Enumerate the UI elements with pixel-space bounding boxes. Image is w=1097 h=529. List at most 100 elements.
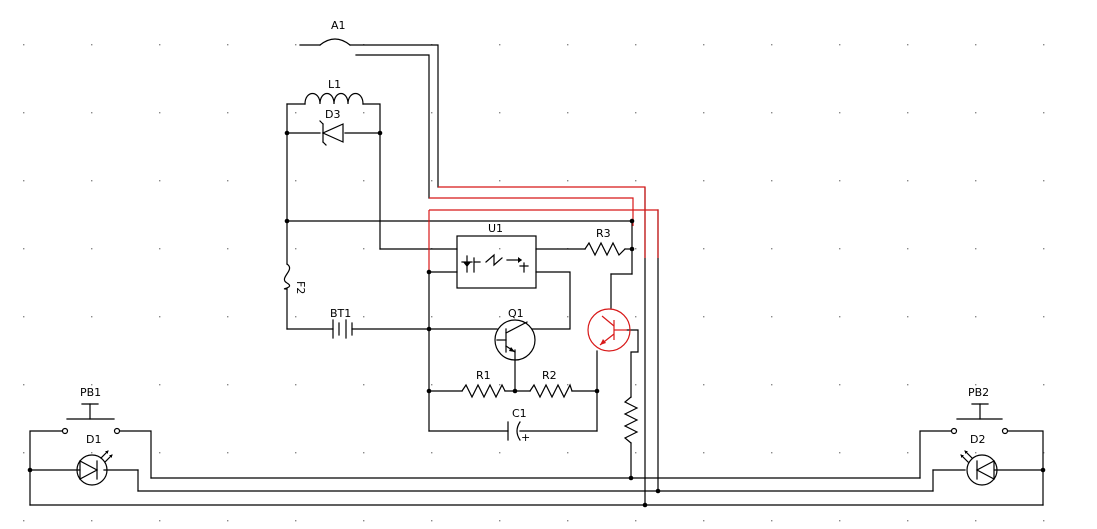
grid-dot [431,452,433,454]
grid-dot [91,520,93,522]
grid-dot [635,44,637,46]
grid-dot [295,452,297,454]
grid-dot [635,248,637,250]
grid-dot [635,316,637,318]
r1-label: R1 [476,369,491,382]
grid-dot [431,520,433,522]
grid-dot [907,384,909,386]
grid-dot [363,384,365,386]
grid-dot [227,180,229,182]
grid-dot [499,44,501,46]
grid-dot [567,112,569,114]
grid-dot [567,44,569,46]
grid-dot [295,112,297,114]
u1-label: U1 [488,222,503,235]
grid-dot [227,316,229,318]
grid-dot [159,384,161,386]
grid-dot [771,384,773,386]
c1-label: C1 [512,407,527,420]
grid-dot [839,112,841,114]
grid-dot [23,180,25,182]
grid-dot [363,112,365,114]
grid-dot [1043,180,1045,182]
grid-dot [567,452,569,454]
grid-dot [635,520,637,522]
grid-dot [975,44,977,46]
grid-dot [499,452,501,454]
grid-dot [975,384,977,386]
grid-dot [499,180,501,182]
a1-label: A1 [331,19,346,32]
d3-label: D3 [325,108,340,121]
grid-dot [91,112,93,114]
grid-dot [363,180,365,182]
grid-dot [91,452,93,454]
grid-dot [295,248,297,250]
grid-dot [431,384,433,386]
grid-dot [91,384,93,386]
grid-dot [567,384,569,386]
grid-dot [227,452,229,454]
c1-polarity-mark: + [521,431,530,444]
grid-dot [839,180,841,182]
grid-dot [159,520,161,522]
grid-dot [567,180,569,182]
grid-dot [431,112,433,114]
grid-dot [431,180,433,182]
grid-dot [975,248,977,250]
grid-dot [295,384,297,386]
grid-dot [91,44,93,46]
grid-dot [771,520,773,522]
grid-dot [771,112,773,114]
l1-inductor: L1 [304,78,364,105]
grid-dot [227,384,229,386]
grid-dot [975,520,977,522]
grid-dot [295,180,297,182]
grid-dot [771,316,773,318]
grid-dot [295,316,297,318]
bt1-label: BT1 [330,307,351,320]
grid-dot [907,452,909,454]
grid-dot [23,316,25,318]
grid-dot [975,452,977,454]
grid-dot [23,44,25,46]
pb2-label: PB2 [968,386,989,399]
d1-led: D1 [76,433,113,486]
grid-dot [499,384,501,386]
grid-dot [1043,452,1045,454]
grid-dot [635,112,637,114]
grid-dot [771,248,773,250]
grid-dot [703,384,705,386]
grid-dot [1043,44,1045,46]
grid-dot [499,316,501,318]
grid-dot [227,520,229,522]
grid-dot [23,452,25,454]
grid-dot [499,520,501,522]
grid-dot [975,112,977,114]
f2-label: F2 [294,281,307,294]
grid-dot [703,44,705,46]
grid-dot [159,180,161,182]
grid-dot [363,248,365,250]
grid-dot [567,520,569,522]
r2-resistor: R2 [529,369,573,399]
grid-dot [635,452,637,454]
highlighted-transistor [587,308,631,352]
grid-dot [839,316,841,318]
pb1-pushbutton: PB1 [61,386,121,435]
grid-dot [839,452,841,454]
grid-dot [907,112,909,114]
grid-dot [907,44,909,46]
f2-fuse: F2 [283,263,307,294]
pb1-label: PB1 [80,386,101,399]
grid-dot [907,520,909,522]
grid-dot [363,316,365,318]
grid-dot [635,180,637,182]
grid-dot [363,520,365,522]
grid-dot [703,112,705,114]
grid-dot [907,316,909,318]
grid-dot [159,452,161,454]
grid-dot [1043,316,1045,318]
grid-dot [771,44,773,46]
